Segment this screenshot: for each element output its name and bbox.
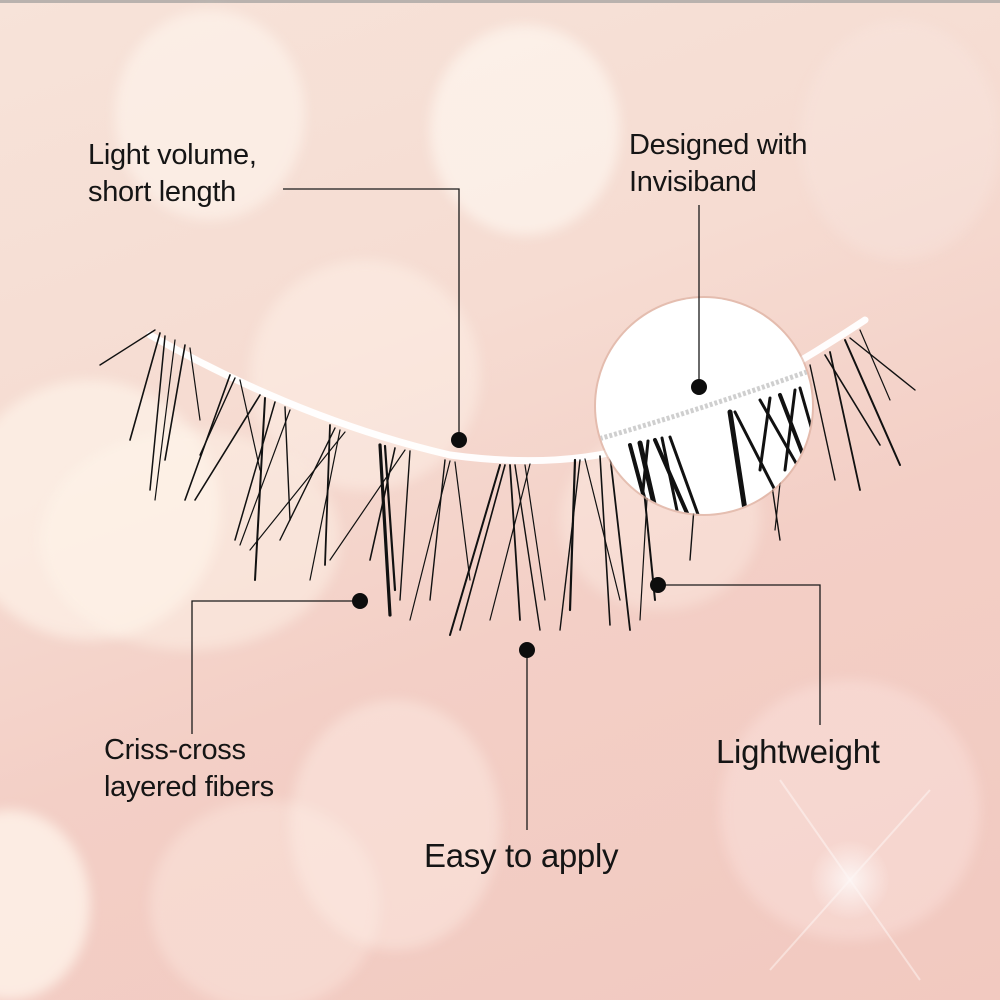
- bokeh-light: [150, 800, 380, 1000]
- dot-lightweight: [650, 577, 666, 593]
- bokeh-light: [40, 430, 340, 650]
- callout-light-volume: Light volume, short length: [88, 139, 257, 208]
- sparkle-icon: [769, 779, 931, 981]
- callout-lightweight: Lightweight: [716, 733, 880, 770]
- callout-easy-apply: Easy to apply: [424, 837, 619, 874]
- bokeh-light: [115, 10, 305, 220]
- callout-criss-cross: Criss-cross layered fibers: [104, 734, 274, 803]
- dot-invisiband: [691, 379, 707, 395]
- leader-light-volume: [283, 188, 460, 440]
- bokeh-light: [800, 20, 1000, 260]
- dot-easy-apply: [519, 642, 535, 658]
- leader-lines: [191, 188, 821, 830]
- dot-light-volume: [451, 432, 467, 448]
- lash-fibers: [99, 329, 916, 636]
- bokeh-light: [290, 700, 500, 950]
- callout-dots: [352, 379, 707, 658]
- top-edge-strip: [0, 0, 1000, 3]
- leader-criss-cross: [191, 600, 360, 734]
- dot-criss-cross: [352, 593, 368, 609]
- bokeh-light: [430, 25, 620, 235]
- callout-invisiband: Designed with Invisiband: [629, 129, 808, 198]
- leader-lightweight: [658, 584, 821, 725]
- bokeh-light: [0, 380, 220, 640]
- magnifier-closeup: [594, 296, 814, 516]
